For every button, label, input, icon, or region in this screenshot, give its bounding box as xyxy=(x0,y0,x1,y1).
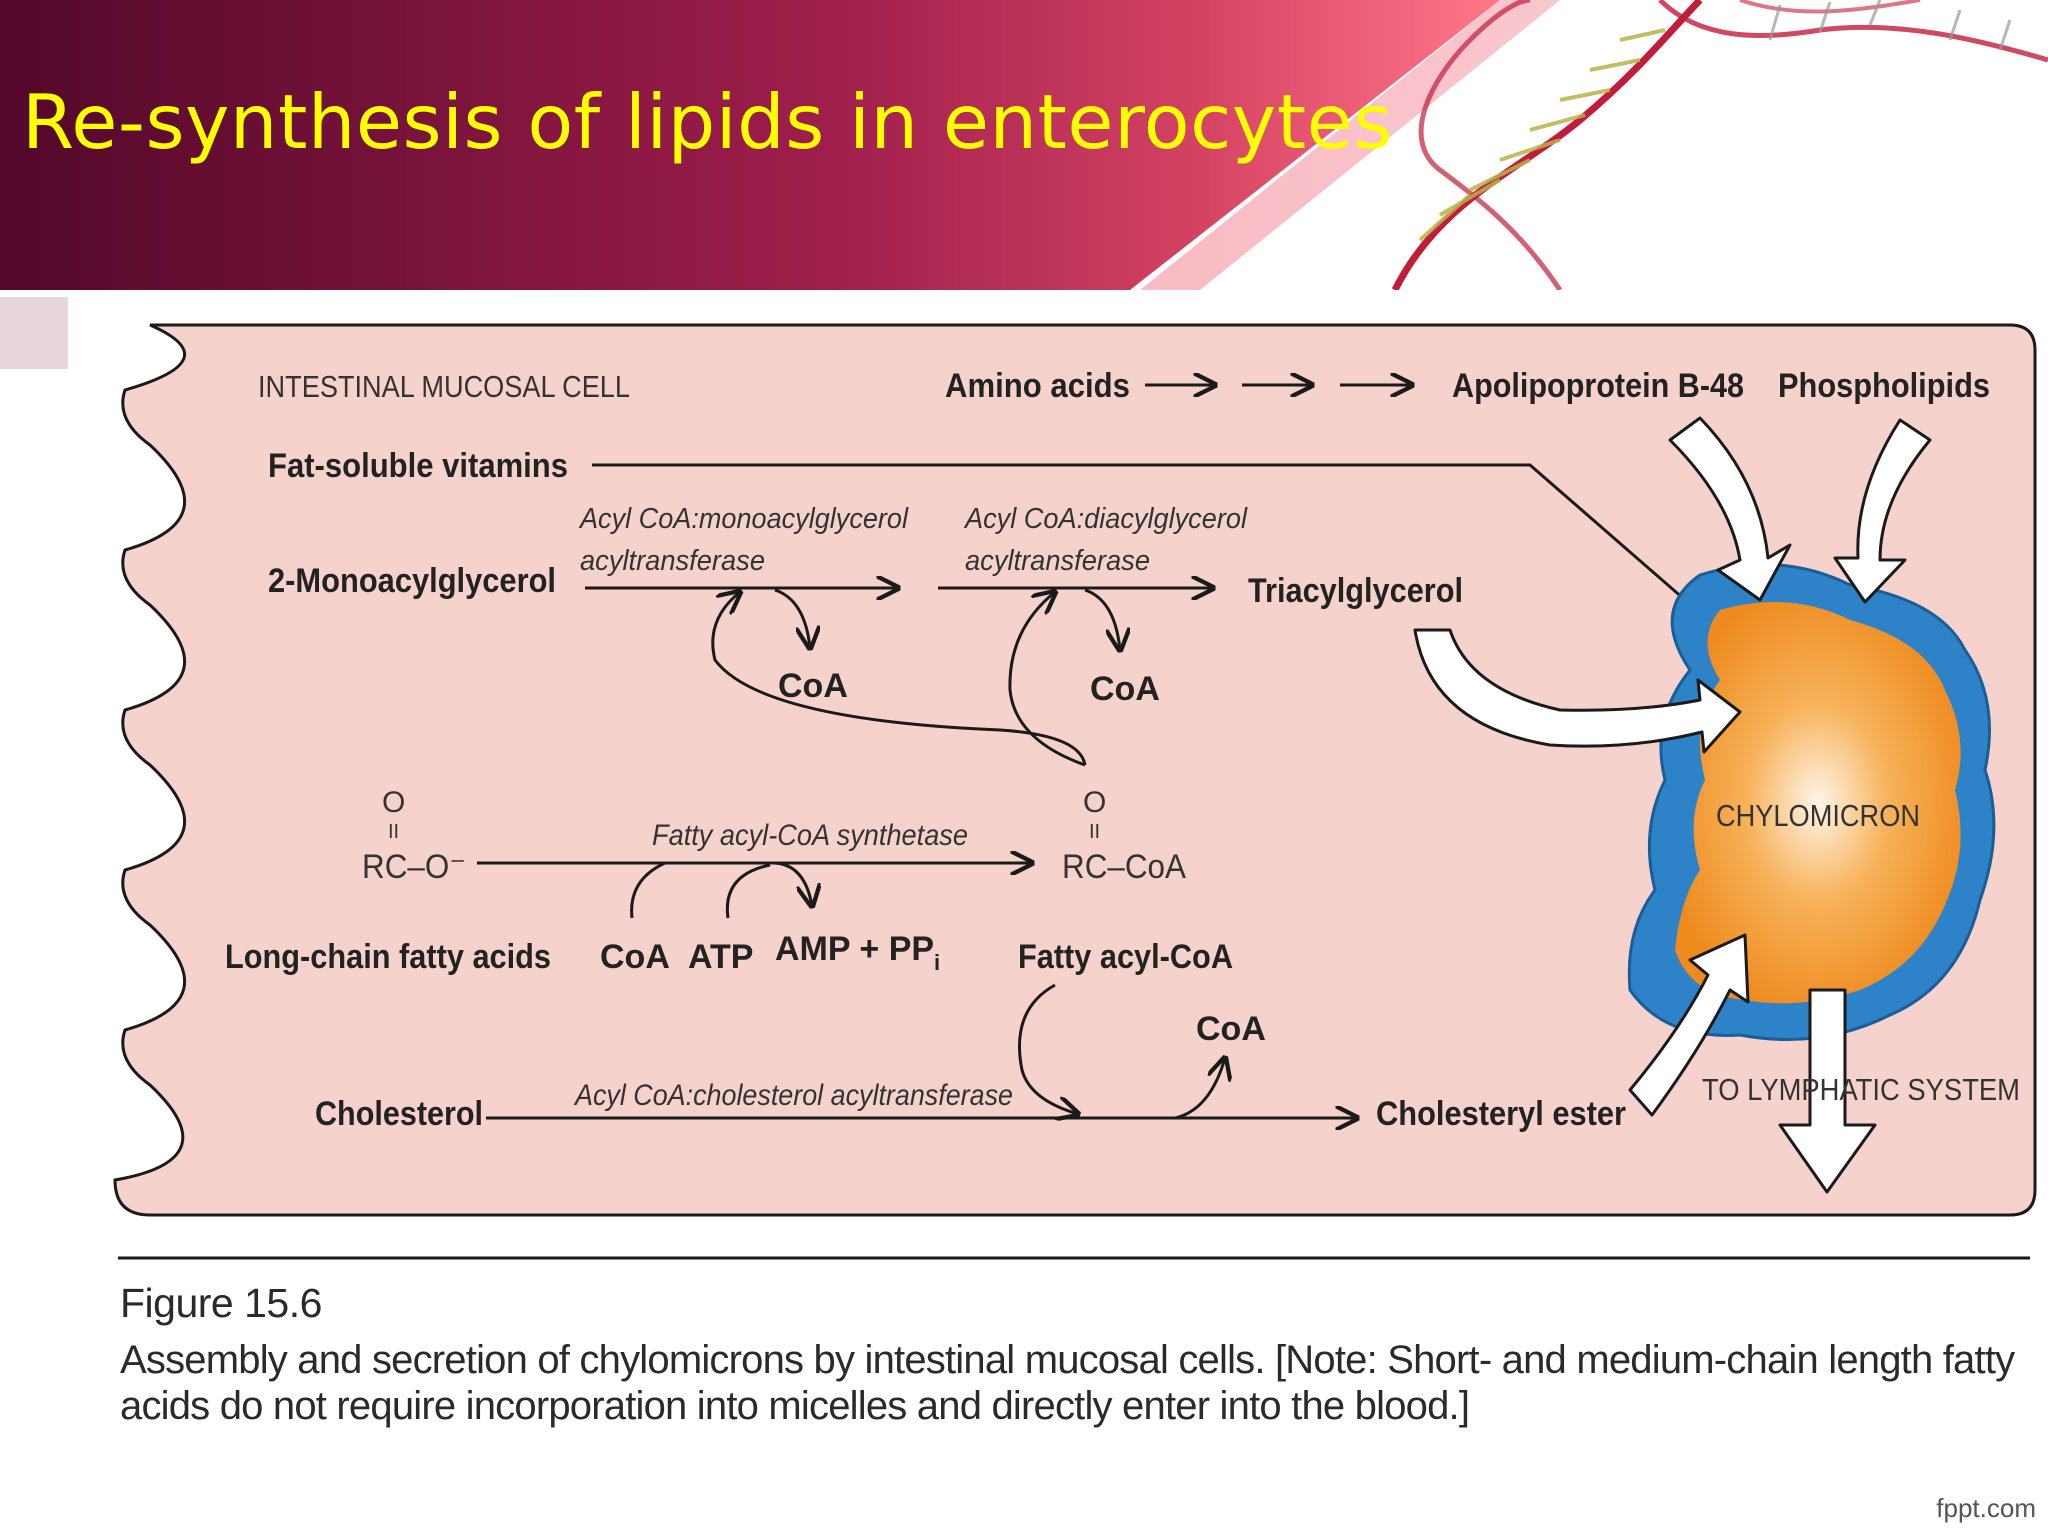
coa-input-curve xyxy=(630,861,666,919)
lymphatic-output-arrow xyxy=(1778,988,1877,1194)
chylomicron-core xyxy=(1675,602,1961,1004)
dna-helix-icon xyxy=(1391,0,2048,290)
triacylglycerol-input-arrow xyxy=(1413,628,1742,754)
fatty-acyl-coa-label: Fatty acyl-CoA xyxy=(1018,938,1233,976)
coa-release-1-arrow xyxy=(774,588,810,648)
acyl-coa-to-dag-arrow xyxy=(1008,592,1086,767)
slide-title: Re-synthesis of lipids in enterocytes xyxy=(22,78,1393,166)
phospholipids-label: Phospholipids xyxy=(1778,367,1990,405)
long-chain-fatty-acids-label: Long-chain fatty acids xyxy=(225,938,551,976)
slide-header xyxy=(0,0,2048,290)
coa-label-3: CoA xyxy=(1196,1010,1266,1048)
figure-text: Assembly and secretion of chylomicrons b… xyxy=(120,1338,2015,1428)
atp-input-curve xyxy=(725,863,771,919)
enzyme-dag-line2: acyltransferase xyxy=(965,545,1150,577)
enzyme-dag-line1: Acyl CoA:diacylglycerol xyxy=(963,503,1248,535)
amp-release-arrow xyxy=(774,861,812,906)
to-lymphatic-label: TO LYMPHATIC SYSTEM xyxy=(1702,1072,2020,1107)
figure-label: Figure 15.6 xyxy=(120,1280,322,1326)
header-band xyxy=(0,0,1500,290)
cholesterol-label: Cholesterol xyxy=(315,1095,483,1133)
atp-label: ATP xyxy=(688,938,753,976)
double-bond-2: II xyxy=(1089,821,1100,843)
intestinal-cell xyxy=(113,323,2037,1217)
monoacylglycerol-label: 2-Monoacylglycerol xyxy=(268,562,556,600)
coa-label-2: CoA xyxy=(1090,670,1160,708)
coa-release-2-arrow xyxy=(1084,588,1120,650)
carbonyl-o-1: O xyxy=(382,786,405,819)
figure-caption: Figure 15.6 Assembly and secretion of ch… xyxy=(120,1280,2030,1429)
coa-input-label: CoA xyxy=(600,938,670,976)
acyl-coa-to-cholesterol-arrow xyxy=(1018,983,1078,1114)
amp-pp-label: AMP + PPi xyxy=(775,930,940,975)
acyl-coa-to-mag-arrow xyxy=(711,592,1087,766)
apolipoprotein-label: Apolipoprotein B-48 xyxy=(1452,367,1744,405)
cholesteryl-ester-label: Cholesteryl ester xyxy=(1376,1095,1626,1133)
enzyme-synthetase-label: Fatty acyl-CoA synthetase xyxy=(652,819,968,852)
enzyme-cholesterol-label: Acyl CoA:cholesterol acyltransferase xyxy=(573,1079,1013,1112)
amino-acids-label: Amino acids xyxy=(945,367,1130,405)
carboxylate-formula: RC–O⁻ xyxy=(362,848,466,886)
coa-label-1: CoA xyxy=(778,667,848,705)
chylomicron-label: CHYLOMICRON xyxy=(1716,798,1920,833)
carbonyl-o-2: O xyxy=(1083,786,1106,819)
enzyme-mag-line1: Acyl CoA:monoacylglycerol xyxy=(578,503,909,535)
chylomicron-particle: CHYLOMICRON xyxy=(1627,563,1996,1041)
coa-release-3-arrow xyxy=(1174,1058,1225,1120)
apolipoprotein-input-arrow xyxy=(1668,416,1792,602)
cholesteryl-ester-input-arrow xyxy=(1628,933,1750,1117)
acyl-coa-formula: RC–CoA xyxy=(1062,848,1186,886)
double-bond-1: II xyxy=(388,821,399,843)
triacylglycerol-label: Triacylglycerol xyxy=(1248,572,1463,610)
phospholipids-input-arrow xyxy=(1833,418,1932,604)
side-tab xyxy=(0,297,68,369)
footer-watermark: fppt.com xyxy=(1936,1493,2036,1523)
cell-label: INTESTINAL MUCOSAL CELL xyxy=(258,369,630,404)
enzyme-mag-line2: acyltransferase xyxy=(580,545,765,577)
fat-soluble-vitamins-label: Fat-soluble vitamins xyxy=(268,447,568,485)
